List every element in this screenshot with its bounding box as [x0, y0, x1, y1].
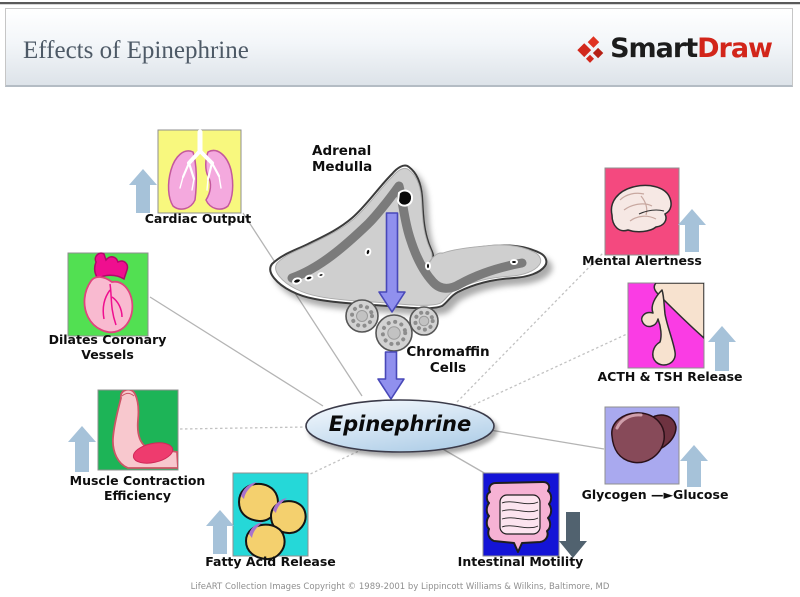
connector-lines [149, 212, 628, 477]
increase-arrow-icon [129, 169, 157, 213]
label-acth-tsh-release: ACTH & TSH Release [597, 369, 743, 384]
adrenal-medulla-illustration [269, 164, 548, 310]
smartdraw-diamonds-icon [577, 35, 604, 63]
label-epinephrine: Epinephrine [328, 412, 472, 436]
intestinal-motility-image [482, 472, 560, 557]
connector-cardiac [242, 212, 363, 397]
liver-icon [611, 412, 677, 464]
connector-mental [456, 251, 605, 403]
glycogen-glucose-image [604, 406, 680, 485]
label-muscle-contraction-efficiency: Muscle Contraction Efficiency [69, 473, 206, 503]
connector-fatty [305, 449, 362, 477]
heart-icon [83, 252, 134, 334]
epinephrine-node [305, 399, 495, 453]
mental-alertness-image [604, 167, 680, 256]
label-cardiac-output: Cardiac Output [144, 211, 252, 226]
flow-arrow-cells-to-epinephrine-icon [377, 351, 405, 400]
smartdraw-wordmark: SmartDraw [610, 33, 773, 64]
connector-coronary [149, 296, 324, 407]
smartdraw-logo: SmartDraw [575, 33, 773, 64]
connector-intestinal [440, 447, 487, 475]
intestine-icon [485, 481, 553, 553]
fat-cells-icon [237, 482, 307, 561]
flow-arrow-medulla-to-cells-icon [378, 212, 406, 313]
increase-arrow-icon [680, 445, 708, 487]
brain-icon [610, 184, 672, 233]
connector-acth [468, 333, 628, 408]
increase-arrow-icon [68, 426, 96, 472]
label-mental-alertness: Mental Alertness [582, 253, 702, 268]
chromaffin-cells-illustration [345, 299, 439, 352]
increase-arrow-icon [708, 326, 736, 371]
label-intestinal-motility: Intestinal Motility [457, 554, 584, 569]
connector-muscle [179, 426, 307, 430]
muscle-contraction-image [97, 389, 179, 471]
label-glycogen-glucose: Glycogen —►Glucose [581, 487, 729, 502]
top-divider [0, 2, 800, 5]
connector-glycogen [489, 429, 605, 450]
label-chromaffin-cells: Chromaffin Cells [406, 344, 490, 376]
label-adrenal-medulla: Adrenal Medulla [312, 143, 373, 175]
increase-arrow-icon [206, 510, 234, 554]
page-title: Effects of Epinephrine [23, 37, 249, 64]
dilates-coronary-image [67, 252, 149, 337]
logo-draw-text: Draw [697, 33, 773, 64]
copyright-notice: LifeART Collection Images Copyright © 19… [190, 582, 610, 592]
adrenal-vessel-spots [292, 189, 518, 285]
logo-smart-text: Smart [610, 33, 698, 64]
increase-arrow-icon [678, 209, 706, 252]
header-bar: Effects of Epinephrine SmartDraw [5, 8, 793, 87]
lungs-icon [167, 129, 234, 210]
label-fatty-acid-release: Fatty Acid Release [205, 554, 336, 569]
fatty-acid-image [232, 472, 309, 561]
arm-icon [112, 390, 178, 469]
cardiac-output-image [157, 129, 242, 214]
decrease-arrow-icon [559, 512, 587, 558]
label-dilates-coronary-vessels: Dilates Coronary Vessels [48, 332, 167, 362]
acth-tsh-image [627, 282, 705, 369]
trend-arrows [68, 169, 736, 558]
pituitary-icon [641, 283, 704, 366]
